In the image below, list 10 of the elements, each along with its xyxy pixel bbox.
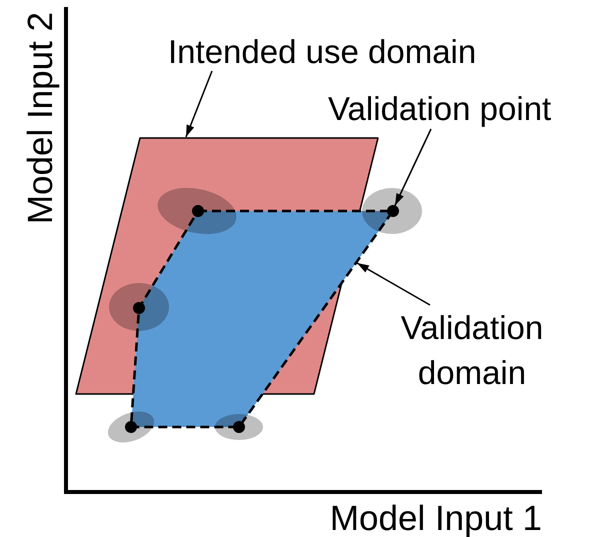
leader-arrow <box>185 70 213 138</box>
annotation-text: Validation domain <box>399 305 545 395</box>
leader-arrow <box>356 262 430 306</box>
data-point <box>387 205 399 217</box>
data-point <box>233 421 245 433</box>
data-point <box>125 421 137 433</box>
axis-title: Model Input 2 <box>21 12 61 224</box>
annotation-text: Validation point <box>328 90 552 128</box>
leader-arrow <box>394 128 432 206</box>
annotation-text: Intended use domain <box>168 33 476 71</box>
